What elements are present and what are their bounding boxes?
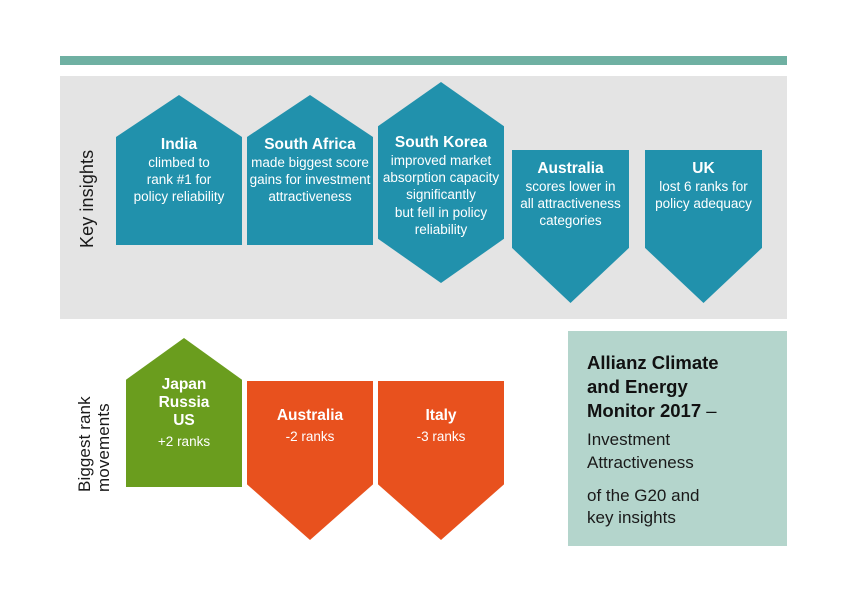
insight-title-south-africa: South Africa <box>264 136 356 153</box>
insight-body-india: climbed to rank #1 for policy reliabilit… <box>133 154 225 205</box>
insight-title-india: India <box>160 136 198 153</box>
key-insights-label: Key insights <box>77 149 97 248</box>
report-subtitle-line-2: of the G20 and key insights <box>587 486 700 528</box>
insight-title-south-korea: South Korea <box>394 134 488 151</box>
rank-body-italy: -3 ranks <box>416 428 466 444</box>
insight-body-uk: lost 6 ranks for policy adequacy <box>655 178 752 212</box>
top-accent-bar <box>60 56 787 65</box>
report-title-headline-text: Allianz Climate and Energy Monitor 2017 <box>587 352 719 422</box>
rank-title-japan-russia-us: Japan Russia US <box>158 376 210 429</box>
insight-body-south-korea: improved market absorption capacity sign… <box>382 152 500 237</box>
rank-shape-australia[interactable]: Australia -2 ranks <box>247 381 373 540</box>
rank-title-australia: Australia <box>276 407 344 424</box>
insight-body-australia: scores lower in all attractiveness categ… <box>520 178 621 229</box>
rank-body-australia: -2 ranks <box>285 428 335 444</box>
insight-title-australia: Australia <box>537 160 604 177</box>
report-title-dash: – <box>706 400 717 422</box>
rank-shape-italy[interactable]: Italy -3 ranks <box>378 381 504 540</box>
rank-movements-label: Biggest rank movements <box>75 396 113 492</box>
insight-shape-south-korea[interactable]: South Korea improved market absorption c… <box>378 82 504 283</box>
insight-body-south-africa: made biggest score gains for investment … <box>249 154 371 205</box>
rank-title-italy: Italy <box>425 407 457 424</box>
report-title-headline: Allianz Climate and Energy Monitor 2017 … <box>587 351 767 423</box>
report-subtitle-line-1: Investment Attractiveness <box>587 430 694 472</box>
rank-body-japan-russia-us: +2 ranks <box>157 434 211 450</box>
rank-shape-japan-russia-us[interactable]: Japan Russia US +2 ranks <box>126 338 242 487</box>
insight-title-uk: UK <box>692 160 715 177</box>
report-title-card: Allianz Climate and Energy Monitor 2017 … <box>568 331 787 546</box>
